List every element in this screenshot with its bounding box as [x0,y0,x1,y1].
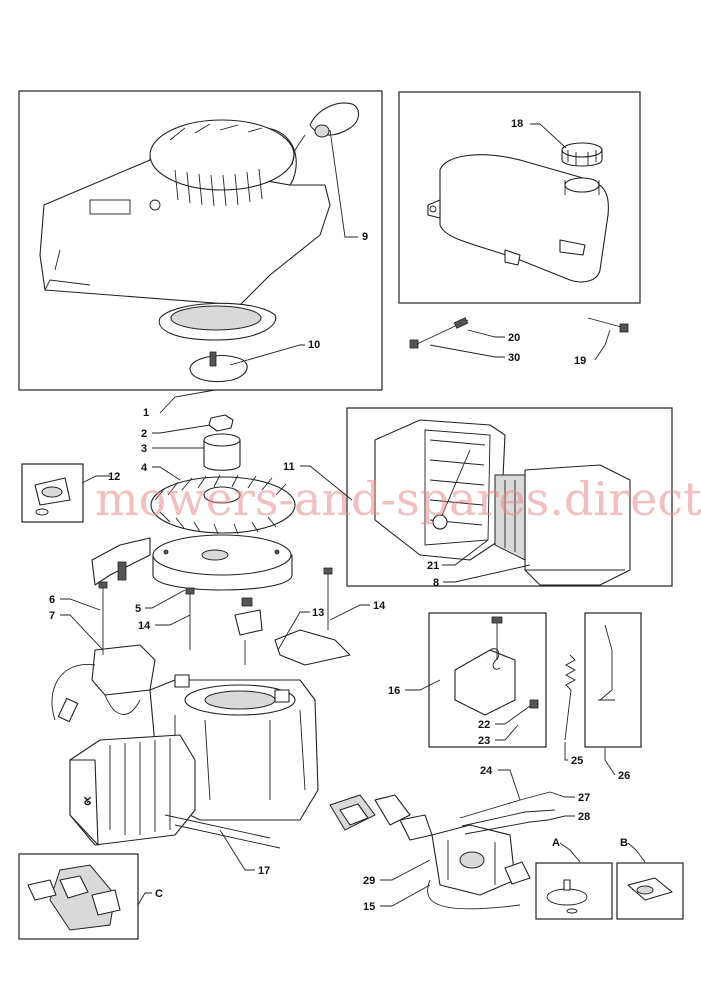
callout-a: A [552,837,560,849]
governor-bracket [234,597,351,666]
gasket-kit-c-parts [27,864,121,931]
control-rod-box [584,612,642,748]
starter-cup [203,433,241,471]
callout-14-left: 14 [138,620,151,632]
kit-b-box [616,862,684,920]
kit-b-parts [627,877,673,901]
callout-9: 9 [362,231,368,243]
gasket-kit-c-box [18,853,139,940]
callout-23: 23 [478,735,490,747]
callout-22: 22 [478,719,490,731]
carburettor [427,824,521,910]
part-12 [34,477,71,516]
callout-leaders [60,123,646,907]
air-filter-housing [524,464,631,586]
callout-7: 7 [49,610,55,622]
carburettor-bracket [454,616,539,716]
carburettor-bracket-box [428,612,547,748]
callout-28: 28 [578,811,590,823]
callout-3: 3 [141,443,147,455]
callout-11: 11 [283,461,295,473]
callout-13: 13 [312,607,324,619]
callout-17: 17 [258,865,270,877]
intake-gaskets [329,794,433,841]
callout-29: 29 [363,875,375,887]
starter-handle [291,102,360,166]
callout-21: 21 [427,560,439,572]
coil-bolts [98,567,333,655]
callout-4: 4 [141,462,148,474]
callout-27: 27 [578,792,590,804]
throttle-spring [564,654,576,741]
flywheel-nut [208,414,234,432]
callout-2: 2 [141,428,147,440]
callout-1: 1 [143,407,149,419]
flywheel [152,534,293,591]
callout-24: 24 [480,765,493,777]
flywheel-shield [91,537,151,586]
callout-6: 6 [49,594,55,606]
fuel-cap [561,142,603,167]
callout-b: B [620,837,628,849]
part-12-box [21,463,84,523]
kit-a-parts [546,879,588,914]
callout-26: 26 [618,770,630,782]
recoil-starter-housing [39,119,331,341]
callout-5: 5 [135,603,141,615]
kit-a-box [535,862,613,920]
watermark: mowers-and-spares.direct [95,472,701,526]
callout-15: 15 [363,901,375,913]
head-bolts [164,814,281,849]
carb-seal [504,861,531,885]
ignition-coil [51,644,156,723]
control-rod [598,624,615,701]
cooling-fan [150,474,296,535]
callout-8: 8 [433,577,439,589]
callout-14-right: 14 [373,600,386,612]
cylinder-head: ᘜ [69,734,196,846]
starter-pawl [189,351,248,383]
callout-c: C [155,888,163,900]
air-filter-cover [374,419,506,561]
callout-12: 12 [108,471,120,483]
fuel-tank-bolts [409,317,629,349]
recoil-starter-box [18,90,383,391]
head-logo: ᘜ [84,796,91,808]
callout-18: 18 [511,118,523,130]
callout-30: 30 [508,352,520,364]
callout-10: 10 [308,339,320,351]
air-filter-box [346,407,673,587]
callout-20: 20 [508,332,520,344]
fuel-tank-box [398,91,641,304]
fuel-tank [427,154,609,283]
callout-25: 25 [571,755,583,767]
callout-16: 16 [388,685,400,697]
callout-19: 19 [574,355,586,367]
